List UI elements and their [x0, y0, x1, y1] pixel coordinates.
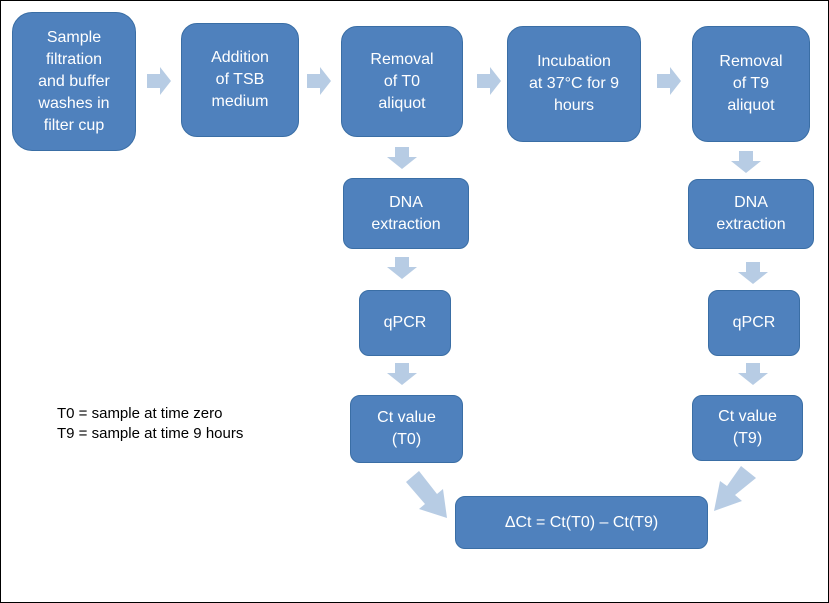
arrow-right-3 — [477, 67, 501, 95]
arrow-right-1 — [147, 67, 171, 95]
box-incubation: Incubation at 37°C for 9 hours — [507, 26, 641, 142]
box-sample-filtration: Sample filtration and buffer washes in f… — [12, 12, 136, 151]
box-delta-ct: ΔCt = Ct(T0) – Ct(T9) — [455, 496, 708, 549]
arrow-down-left-2 — [387, 257, 417, 279]
arrow-right-2 — [307, 67, 331, 95]
arrow-diagonal-left — [406, 471, 447, 518]
box-removal-t0: Removal of T0 aliquot — [341, 26, 463, 137]
arrow-down-left-1 — [387, 147, 417, 169]
box-ct-value-t0: Ct value (T0) — [350, 395, 463, 463]
box-ct-value-t9: Ct value (T9) — [692, 395, 803, 461]
arrow-down-right-2 — [738, 262, 768, 284]
box-removal-t9: Removal of T9 aliquot — [692, 26, 810, 142]
box-qpcr-left: qPCR — [359, 290, 451, 356]
legend-t0: T0 = sample at time zero — [57, 405, 223, 422]
arrow-down-right-1 — [731, 151, 761, 173]
arrow-down-right-3 — [738, 363, 768, 385]
arrow-right-4 — [657, 67, 681, 95]
box-addition-tsb: Addition of TSB medium — [181, 23, 299, 137]
box-dna-extraction-left: DNA extraction — [343, 178, 469, 249]
arrow-down-left-3 — [387, 363, 417, 385]
box-dna-extraction-right: DNA extraction — [688, 179, 814, 249]
box-qpcr-right: qPCR — [708, 290, 800, 356]
arrow-diagonal-right — [714, 466, 756, 511]
legend-t9: T9 = sample at time 9 hours — [57, 425, 244, 442]
